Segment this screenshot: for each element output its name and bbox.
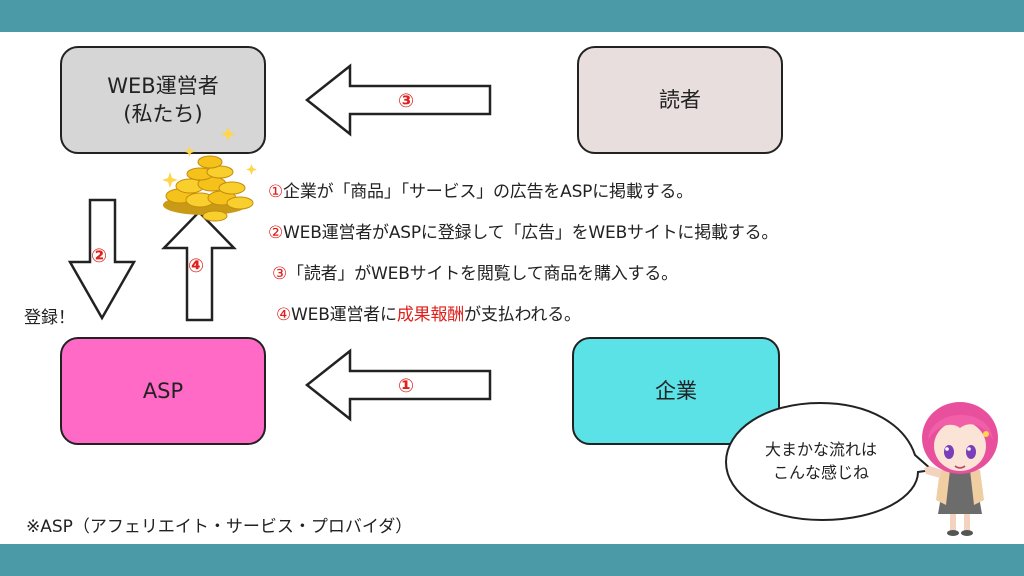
coin-pile-icon: [162, 127, 257, 222]
asp-box: ASP: [60, 337, 266, 445]
arrow-reader-to-web: [304, 63, 492, 137]
speech-bubble-line-1: 大まかな流れは: [764, 440, 877, 459]
register-label: 登録！: [24, 308, 75, 328]
speech-bubble-text: 大まかな流れは こんな感じね: [738, 438, 904, 484]
character-illustration-icon: [922, 402, 998, 536]
step-4-description-before: WEB運営者に: [291, 305, 397, 325]
step-3-description: 「読者」がWEBサイトを閲覧して商品を購入する。: [287, 264, 678, 284]
top-band: [0, 0, 1024, 32]
arrow-company-to-asp: [304, 348, 492, 422]
reader-label: 読者: [659, 87, 701, 112]
web-operator-sublabel: (私たち): [123, 102, 203, 126]
reader-box: 読者: [577, 46, 783, 154]
arrow-2-number: ②: [91, 245, 107, 267]
step-4-text: ④WEB運営者に成果報酬が支払われる。: [276, 300, 581, 325]
step-4-number: ④: [276, 305, 292, 325]
step-1-text: ①企業が「商品」「サービス」の広告をASPに掲載する。: [268, 177, 693, 202]
arrow-4-number: ④: [188, 255, 204, 277]
step-4-highlight: 成果報酬: [396, 305, 465, 325]
step-2-number: ②: [268, 223, 284, 243]
web-operator-box: WEB運営者 (私たち): [60, 46, 266, 154]
arrow-asp-to-web: [161, 210, 237, 322]
step-2-description: WEB運営者がASPに登録して「広告」をWEBサイトに掲載する。: [283, 223, 779, 243]
asp-label: ASP: [142, 378, 184, 403]
step-3-number: ③: [272, 264, 288, 284]
asp-footnote: ※ASP（アフェリエイト・サービス・プロバイダ）: [26, 517, 413, 537]
speech-bubble-line-2: こんな感じね: [772, 463, 869, 483]
step-2-text: ②WEB運営者がASPに登録して「広告」をWEBサイトに掲載する。: [268, 218, 778, 243]
step-1-number: ①: [268, 182, 284, 202]
arrow-web-to-asp: [67, 198, 137, 321]
web-operator-label: WEB運営者: [107, 73, 219, 98]
arrow-1-number: ①: [398, 375, 414, 397]
bottom-band: [0, 544, 1024, 576]
step-4-description-after: が支払われる。: [464, 305, 581, 325]
company-label: 企業: [655, 378, 697, 403]
step-1-description: 企業が「商品」「サービス」の広告をASPに掲載する。: [283, 182, 694, 202]
speech-bubble: [724, 401, 935, 522]
step-3-text: ③「読者」がWEBサイトを閲覧して商品を購入する。: [272, 259, 678, 284]
arrow-3-number: ③: [398, 90, 414, 112]
